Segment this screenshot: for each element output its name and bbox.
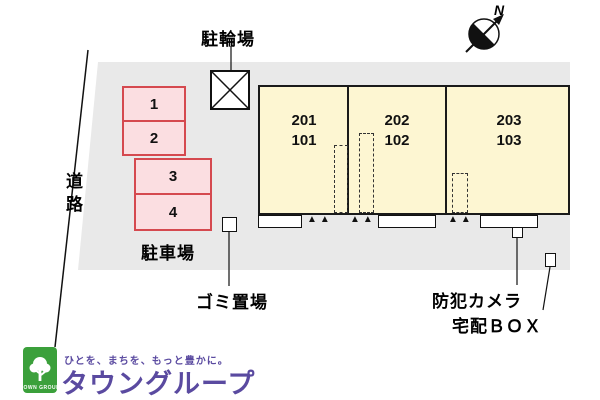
unit-203-103: 203 103 bbox=[446, 111, 572, 150]
unit-divider bbox=[445, 87, 447, 213]
delivery-box-label: 宅配ＢＯＸ bbox=[452, 317, 542, 336]
entrance-porch bbox=[378, 215, 436, 228]
unit-upper-number: 202 bbox=[384, 112, 410, 129]
entrance-mark: ▲▲ bbox=[448, 214, 474, 225]
unit-202-102: 202 102 bbox=[348, 111, 446, 150]
stair-dashed-outline bbox=[334, 145, 348, 213]
unit-lower-number: 101 bbox=[291, 131, 317, 149]
bicycle-parking-label: 駐輪場 bbox=[201, 30, 255, 49]
footer-tagline: ひとを、まちを、もっと豊かに。 bbox=[64, 356, 229, 367]
unit-divider bbox=[347, 87, 349, 213]
unit-lower-number: 103 bbox=[496, 131, 522, 149]
delivery-box bbox=[545, 253, 556, 267]
entrance-mark: ▲▲ bbox=[307, 214, 333, 225]
parking-space-2: 2 bbox=[122, 120, 186, 156]
cross-mark-icon bbox=[211, 71, 249, 109]
garbage-area-box bbox=[222, 217, 237, 232]
bicycle-parking-box bbox=[210, 70, 250, 110]
stair-dashed-outline bbox=[359, 133, 374, 213]
security-camera-box bbox=[512, 227, 523, 238]
compass-icon bbox=[465, 14, 504, 53]
parking-lot-label: 駐車場 bbox=[141, 244, 195, 263]
tree-icon bbox=[29, 357, 51, 381]
unit-upper-number: 203 bbox=[496, 112, 522, 129]
town-group-logo: TOWN GROUP bbox=[23, 347, 57, 393]
entrance-porch bbox=[258, 215, 302, 228]
road-label: 道路 bbox=[63, 172, 82, 218]
footer-brand: タウングループ bbox=[61, 369, 256, 399]
stair-dashed-outline bbox=[452, 173, 468, 213]
unit-201-101: 201 101 bbox=[260, 111, 348, 150]
security-camera-label: 防犯カメラ bbox=[432, 292, 522, 311]
building: 201 101 202 102 203 103 bbox=[258, 85, 570, 215]
unit-lower-number: 102 bbox=[384, 131, 410, 149]
delivery-connector-line bbox=[542, 266, 551, 311]
logo-text: TOWN GROUP bbox=[23, 385, 57, 391]
garbage-area-label: ゴミ置場 bbox=[196, 293, 268, 312]
parking-space-3: 3 bbox=[134, 158, 212, 195]
parking-space-4: 4 bbox=[134, 193, 212, 231]
north-label: N bbox=[494, 2, 506, 18]
entrance-porch bbox=[480, 215, 538, 228]
unit-upper-number: 201 bbox=[291, 112, 317, 129]
parking-space-1: 1 bbox=[122, 86, 186, 122]
entrance-mark: ▲▲ bbox=[350, 214, 376, 225]
